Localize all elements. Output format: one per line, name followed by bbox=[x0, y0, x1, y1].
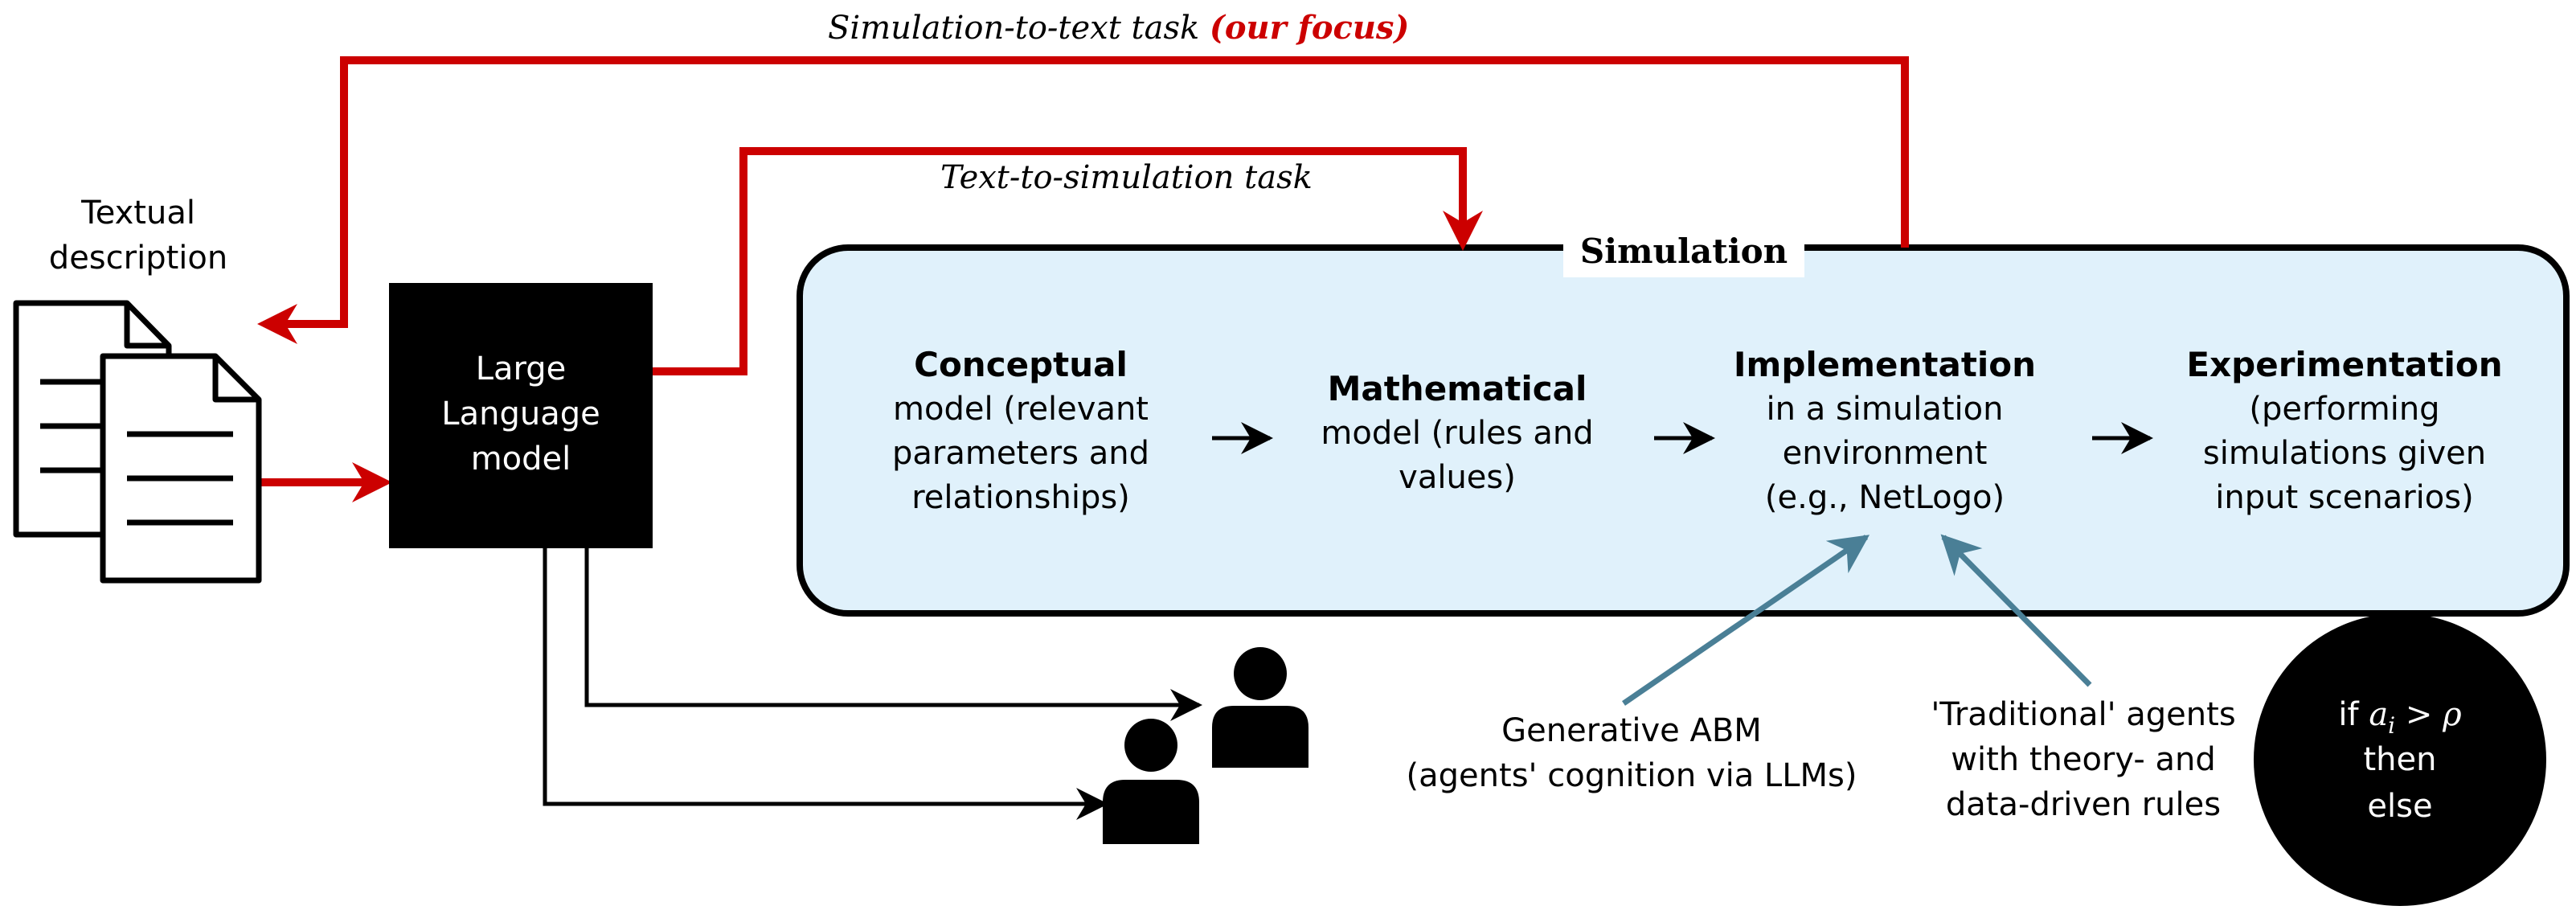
llm-to-person-arrow bbox=[543, 548, 1108, 820]
stage-experimentation: Experimentation (performing simulations … bbox=[2186, 345, 2502, 516]
rule-op: > ρ bbox=[2395, 696, 2462, 733]
simulation-title: Simulation bbox=[1580, 232, 1788, 271]
stage-line: simulations given bbox=[2203, 435, 2486, 472]
stage-implementation: Implementation in a simulation environme… bbox=[1734, 345, 2036, 516]
stage-line: values) bbox=[1399, 459, 1516, 496]
rule-sub: i bbox=[2388, 712, 2395, 739]
llm-label-line3: model bbox=[471, 441, 571, 478]
traditional-label-line1: 'Traditional' agents bbox=[1931, 696, 2235, 733]
rule-circle bbox=[2254, 613, 2546, 906]
stage-conceptual: Conceptual model (relevant parameters an… bbox=[892, 345, 1149, 516]
textual-label-line2: description bbox=[49, 240, 227, 277]
stage-line: input scenarios) bbox=[2215, 479, 2473, 516]
sim-to-text-arrow bbox=[257, 56, 1909, 344]
llm-label-line1: Large bbox=[476, 350, 567, 387]
textual-label-line1: Textual bbox=[80, 195, 195, 232]
stage-line: parameters and bbox=[892, 435, 1149, 472]
rule-if: if bbox=[2338, 696, 2369, 733]
traditional-label-line3: data-driven rules bbox=[1946, 786, 2221, 823]
rule-line2: then bbox=[2364, 741, 2437, 778]
simulation-box bbox=[797, 244, 2570, 617]
traditional-label-line2: with theory- and bbox=[1951, 741, 2216, 778]
stage-line: environment bbox=[1783, 435, 1988, 472]
text-to-sim-arrow bbox=[651, 147, 1483, 375]
text-to-sim-label: Text-to-simulation task bbox=[940, 159, 1313, 196]
stage-title: Mathematical bbox=[1328, 369, 1587, 408]
stage-line: relationships) bbox=[911, 479, 1130, 516]
llm-label-line2: Language bbox=[441, 396, 600, 432]
sim-to-text-label: Simulation-to-text task (our focus) bbox=[828, 9, 1409, 47]
person-icon bbox=[1212, 647, 1308, 768]
generative-label-line2: (agents' cognition via LLMs) bbox=[1407, 757, 1857, 794]
traditional-arrow bbox=[1940, 534, 2092, 687]
simulation-title-bg bbox=[1563, 229, 1804, 277]
document-icon bbox=[100, 353, 262, 584]
stage-line: model (relevant bbox=[893, 391, 1149, 428]
stage-line: model (rules and bbox=[1321, 415, 1593, 452]
llm-to-person-arrow bbox=[584, 548, 1202, 721]
person-icon bbox=[1103, 719, 1199, 844]
stage-title: Conceptual bbox=[914, 345, 1128, 384]
sim-to-text-focus: (our focus) bbox=[1210, 9, 1409, 47]
llm-box bbox=[389, 283, 653, 548]
rule-line3: else bbox=[2367, 788, 2432, 825]
stage-line: in a simulation bbox=[1767, 391, 2004, 428]
stage-line: (performing bbox=[2249, 391, 2439, 428]
stage-line: (e.g., NetLogo) bbox=[1765, 479, 2005, 516]
rule-var: a bbox=[2369, 696, 2388, 733]
stage-mathematical: Mathematical model (rules and values) bbox=[1321, 369, 1593, 496]
generative-label-line1: Generative ABM bbox=[1501, 712, 1762, 749]
stage-title: Implementation bbox=[1734, 345, 2036, 384]
generative-arrow bbox=[1622, 535, 1870, 706]
stage-title: Experimentation bbox=[2186, 345, 2502, 384]
rule-line1: if ai > ρ bbox=[2338, 696, 2462, 739]
sim-to-text-prefix: Simulation-to-text task bbox=[828, 10, 1210, 47]
